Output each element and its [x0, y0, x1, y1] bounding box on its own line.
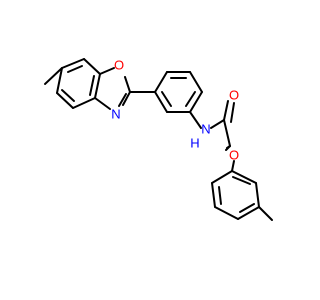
bond: [154, 71, 168, 93]
bond: [230, 102, 235, 123]
bond: [94, 97, 111, 110]
bond: [189, 111, 202, 129]
bond: [218, 186, 222, 205]
bond: [211, 182, 216, 208]
bond: [226, 145, 231, 149]
bond: [94, 73, 101, 99]
bond: [56, 92, 74, 109]
bond: [239, 203, 255, 213]
atom-carbonyl-oxygen: O: [229, 88, 239, 103]
atom-amide-hydrogen: H: [190, 136, 199, 151]
bond: [210, 119, 225, 129]
bond-lines: [44, 58, 273, 221]
bond: [67, 65, 83, 73]
bond: [255, 182, 260, 208]
bond: [99, 67, 115, 75]
bond: [83, 58, 101, 75]
bond: [211, 170, 233, 184]
atom-ether-oxygen: O: [229, 148, 239, 163]
bond: [237, 206, 260, 220]
bond: [44, 67, 63, 85]
bond: [118, 93, 127, 107]
atom-ring-oxygen: O: [114, 58, 124, 73]
bond: [232, 176, 251, 185]
bond: [72, 97, 96, 109]
bond: [161, 91, 172, 107]
atom-labels: O N N H O O: [111, 58, 239, 163]
bond: [122, 91, 131, 106]
bond: [56, 67, 63, 94]
bond: [61, 58, 85, 69]
bond: [223, 119, 231, 147]
bond: [214, 206, 239, 220]
chemical-structure: O N N H O O: [44, 58, 273, 221]
bond: [124, 76, 131, 93]
bond: [223, 100, 229, 121]
bond: [231, 170, 257, 184]
bond: [189, 91, 203, 113]
atom-ring-nitrogen: N: [111, 107, 120, 122]
bond: [154, 91, 168, 113]
bond: [89, 75, 95, 96]
bond: [231, 160, 235, 172]
bond: [185, 91, 196, 107]
bond: [258, 206, 273, 221]
bond: [189, 71, 203, 93]
bond: [61, 89, 75, 102]
atom-amide-nitrogen: N: [201, 122, 210, 137]
